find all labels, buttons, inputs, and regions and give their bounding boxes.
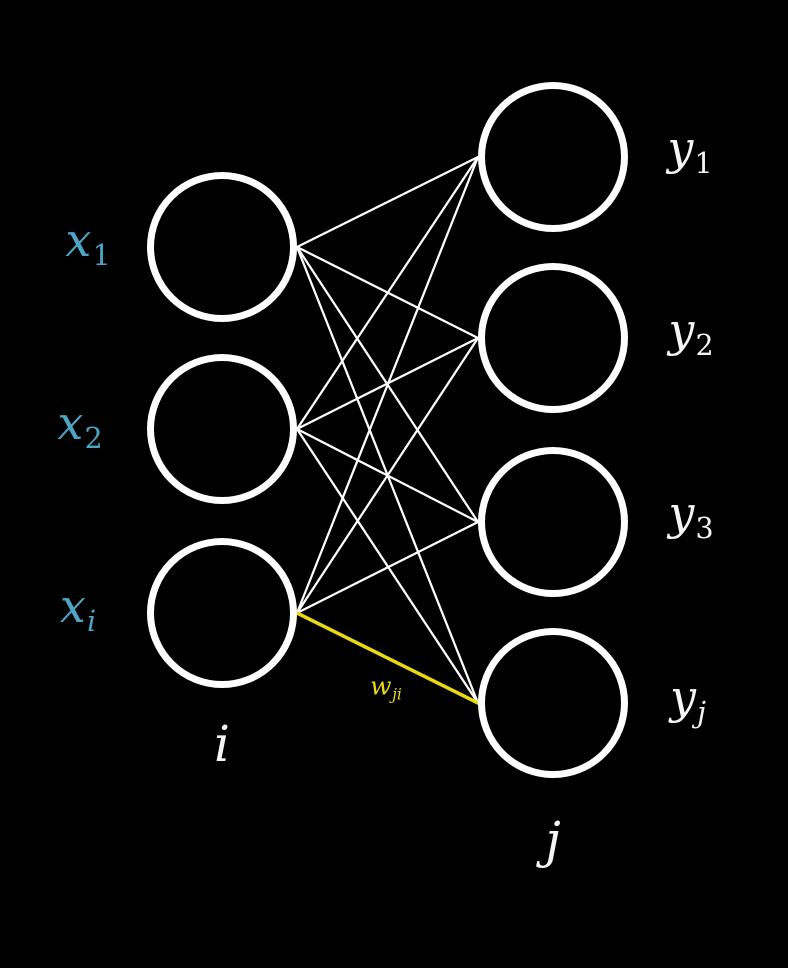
node-circle-y2 (478, 263, 628, 413)
node-circle-yj (478, 628, 628, 778)
label-subscript: 3 (695, 512, 714, 546)
edge-xi-y3 (295, 520, 480, 615)
label-base: y (668, 486, 695, 541)
label-base: y (668, 303, 695, 358)
weight-label-wji: wji (370, 673, 402, 702)
label-base: x (57, 396, 84, 451)
label-subscript: 2 (695, 329, 714, 363)
node-circle-y3 (478, 447, 628, 597)
edge-xi-y1 (295, 155, 480, 615)
label-subscript: 1 (694, 147, 713, 181)
label-base: x (65, 213, 92, 268)
edge-wji-highlight (295, 611, 480, 705)
input-node-label-x2: x2 (57, 400, 102, 454)
node-circle-x2 (147, 354, 297, 504)
label-base: y (667, 121, 694, 176)
label-subscript: j (697, 696, 706, 730)
output-node-label-y1: y1 (667, 125, 712, 179)
edge-x2-y1 (295, 155, 480, 431)
edge-x2-yj (295, 427, 480, 705)
node-circle-x1 (147, 172, 297, 322)
node-circle-y1 (478, 82, 628, 232)
output-node-label-y2: y2 (668, 307, 713, 361)
output-node-label-y3: y3 (668, 490, 713, 544)
label-subscript: i (86, 605, 97, 639)
label-base: y (670, 670, 697, 725)
input-node-label-x1: x1 (65, 217, 110, 271)
output-column-label-j: j (545, 811, 561, 869)
output-node-label-yj: yj (670, 674, 706, 728)
label-subscript: 2 (84, 422, 103, 456)
label-base: x (59, 579, 86, 634)
input-column-label-i: i (214, 715, 230, 773)
label-subscript: 1 (92, 239, 111, 273)
input-node-label-xi: xi (60, 583, 96, 637)
label-subscript: ji (392, 685, 402, 704)
node-circle-xi (147, 538, 297, 688)
edge-x1-y1 (295, 155, 480, 249)
edge-xi-y2 (295, 336, 480, 615)
label-base: w (370, 671, 392, 701)
